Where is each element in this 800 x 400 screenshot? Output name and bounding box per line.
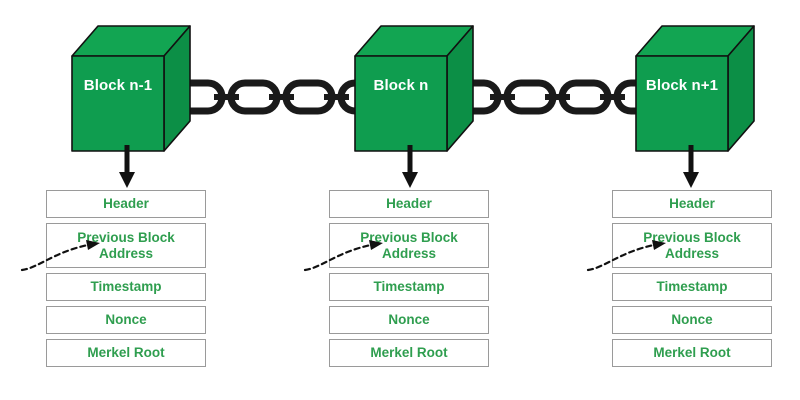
down-arrow-block-n (402, 145, 418, 188)
field-label-line2: Address (381, 245, 436, 261)
field-label: Nonce (671, 312, 713, 327)
block-cube-n-minus-1: Block n-1 (71, 25, 191, 152)
field-label: Header (386, 196, 432, 211)
field-previous-block-address[interactable]: Previous Block Address (329, 223, 489, 268)
block-fields-n-plus-1: Header Previous Block Address Timestamp … (612, 190, 772, 372)
block-fields-n-minus-1: Header Previous Block Address Timestamp … (46, 190, 206, 372)
field-header[interactable]: Header (46, 190, 206, 218)
field-label: Merkel Root (653, 345, 731, 360)
field-label: Timestamp (656, 279, 728, 294)
field-merkel-root[interactable]: Merkel Root (329, 339, 489, 367)
field-merkel-root[interactable]: Merkel Root (612, 339, 772, 367)
field-label-line1: Previous Block (360, 229, 458, 245)
field-label: Header (669, 196, 715, 211)
field-header[interactable]: Header (612, 190, 772, 218)
field-label: Timestamp (373, 279, 445, 294)
down-arrow-block-n-minus-1 (119, 145, 135, 188)
block-cube-n-plus-1: Block n+1 (635, 25, 755, 152)
block-cube-n: Block n (354, 25, 474, 152)
field-label-line1: Previous Block (77, 229, 175, 245)
field-nonce[interactable]: Nonce (612, 306, 772, 334)
field-nonce[interactable]: Nonce (46, 306, 206, 334)
block-fields-n: Header Previous Block Address Timestamp … (329, 190, 489, 372)
field-label-line2: Address (664, 245, 719, 261)
field-previous-block-address[interactable]: Previous Block Address (46, 223, 206, 268)
field-label: Nonce (105, 312, 147, 327)
field-label: Previous Block Address (77, 230, 175, 262)
field-previous-block-address[interactable]: Previous Block Address (612, 223, 772, 268)
field-label: Merkel Root (87, 345, 165, 360)
field-header[interactable]: Header (329, 190, 489, 218)
field-timestamp[interactable]: Timestamp (329, 273, 489, 301)
field-label: Merkel Root (370, 345, 448, 360)
down-arrow-block-n-plus-1 (683, 145, 699, 188)
field-timestamp[interactable]: Timestamp (612, 273, 772, 301)
field-nonce[interactable]: Nonce (329, 306, 489, 334)
field-merkel-root[interactable]: Merkel Root (46, 339, 206, 367)
field-label-line2: Address (98, 245, 153, 261)
field-label: Nonce (388, 312, 430, 327)
field-label: Previous Block Address (360, 230, 458, 262)
field-label: Header (103, 196, 149, 211)
field-timestamp[interactable]: Timestamp (46, 273, 206, 301)
field-label: Previous Block Address (643, 230, 741, 262)
field-label-line1: Previous Block (643, 229, 741, 245)
field-label: Timestamp (90, 279, 162, 294)
